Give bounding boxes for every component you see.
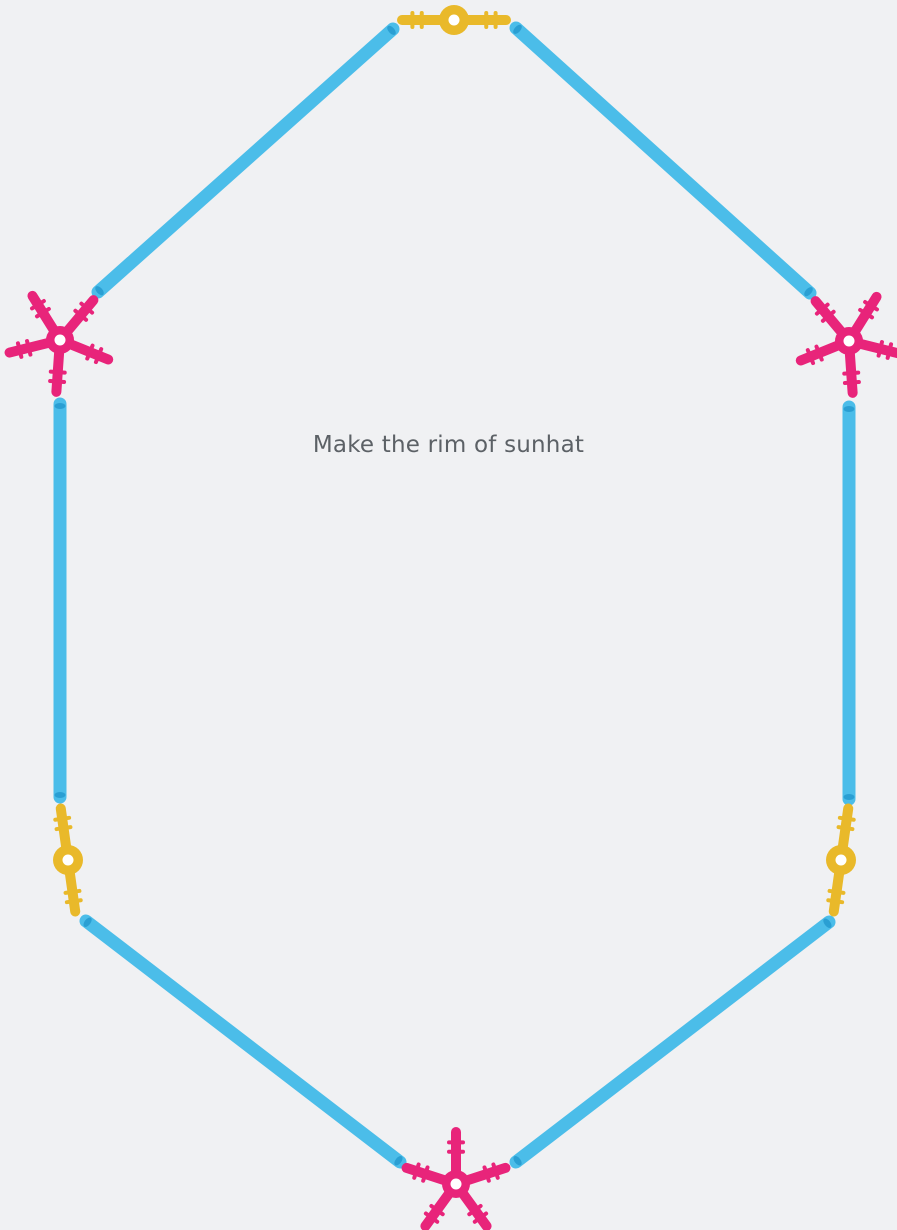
straw-4 [844, 406, 855, 800]
straws [55, 23, 855, 1167]
straw-2 [512, 23, 815, 298]
instruction-text: Make the rim of sunhat [0, 432, 897, 458]
connector-five-way-bottom [407, 1132, 506, 1226]
connectors [10, 5, 897, 1226]
connector-two-way-right [826, 809, 856, 912]
connector-five-way-right [801, 297, 897, 393]
straw-1 [94, 24, 398, 297]
connector-five-way-left [10, 296, 109, 392]
straw-6 [512, 917, 833, 1167]
connector-two-way-top [402, 5, 506, 35]
straw-5 [82, 916, 404, 1167]
connector-two-way-left [53, 809, 83, 912]
straw-3 [55, 403, 66, 798]
